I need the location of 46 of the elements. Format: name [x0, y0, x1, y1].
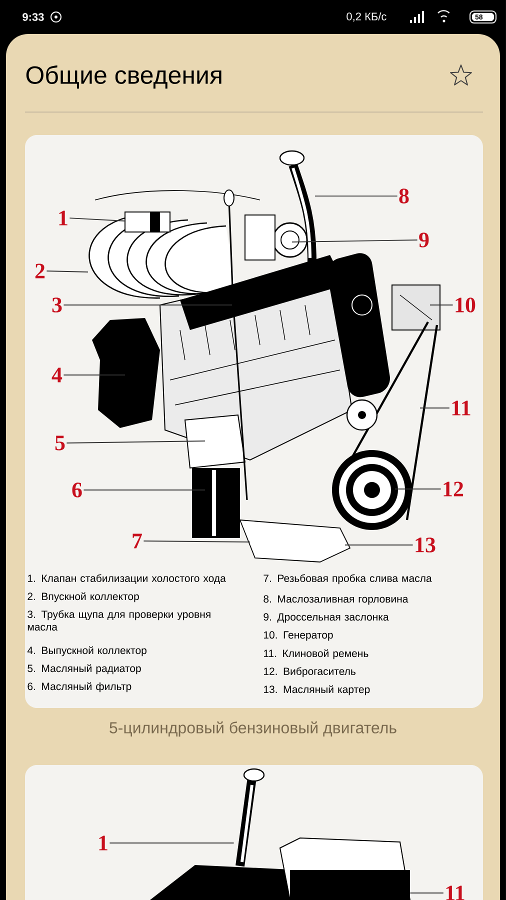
- leader-line: [63, 374, 126, 376]
- callout-number: 10: [456, 298, 476, 312]
- legend-item: 4. Выпускной коллектор: [27, 646, 146, 656]
- callout-number: 2: [35, 264, 45, 278]
- legend-item: 7. Резьбовая пробка слива масла: [264, 574, 432, 584]
- legend-item: 9. Дроссельная заслонка: [264, 613, 389, 623]
- legend-item: 5. Масляный радиатор: [28, 664, 141, 674]
- callout-number: 13: [416, 538, 436, 552]
- legend-item: 11. Клиновой ремень: [264, 649, 368, 660]
- leader-line: [143, 540, 250, 542]
- leader-line: [430, 304, 454, 306]
- leader-line: [66, 440, 206, 444]
- callout-number: 9: [419, 232, 429, 248]
- callout-number: 6: [72, 482, 82, 498]
- leader-line: [63, 304, 232, 306]
- leader-line: [292, 240, 418, 242]
- callout-number: 1: [99, 836, 108, 850]
- figure-caption: 5-цилиндровый бензиновый двигатель: [110, 721, 396, 737]
- legend-item: 13. Масляный картер: [264, 685, 370, 696]
- callout-number: 12: [444, 482, 464, 496]
- status-text: 0,2 КБ/с: [346, 12, 386, 22]
- leader-line: [69, 218, 126, 222]
- page-title: Общие сведения: [26, 65, 222, 89]
- legend-item: 12. Виброгаситель: [264, 667, 356, 678]
- legend-item: 3. Трубка щупа для проверки уровня масла: [28, 610, 210, 631]
- legend-item: 8. Маслозаливная горловина: [264, 595, 408, 605]
- callout-number: 5: [55, 436, 65, 450]
- callout-number: 8: [399, 188, 409, 204]
- callout-number: 11: [446, 886, 464, 900]
- legend-item: 1. Клапан стабилизации холостого хода: [28, 574, 226, 584]
- status-text: 9:33: [22, 13, 44, 21]
- callout-number: 4: [52, 368, 62, 382]
- engine-drawing: [150, 838, 411, 900]
- leader-line: [344, 544, 414, 546]
- legend-item: 10. Генератор: [264, 631, 333, 641]
- leader-line: [109, 842, 234, 844]
- callout-number: 3: [52, 298, 62, 312]
- filler-neck-drawing: [236, 768, 265, 867]
- callout-number: 1: [59, 210, 68, 226]
- leader-line: [394, 488, 442, 490]
- leader-line: [46, 270, 88, 272]
- callout-number: 11: [452, 400, 470, 416]
- leader-line: [410, 892, 444, 894]
- callout-number: 7: [132, 534, 142, 548]
- legend-item: 2. Впускной коллектор: [28, 592, 139, 602]
- legend-item: 6. Масляный фильтр: [28, 682, 132, 692]
